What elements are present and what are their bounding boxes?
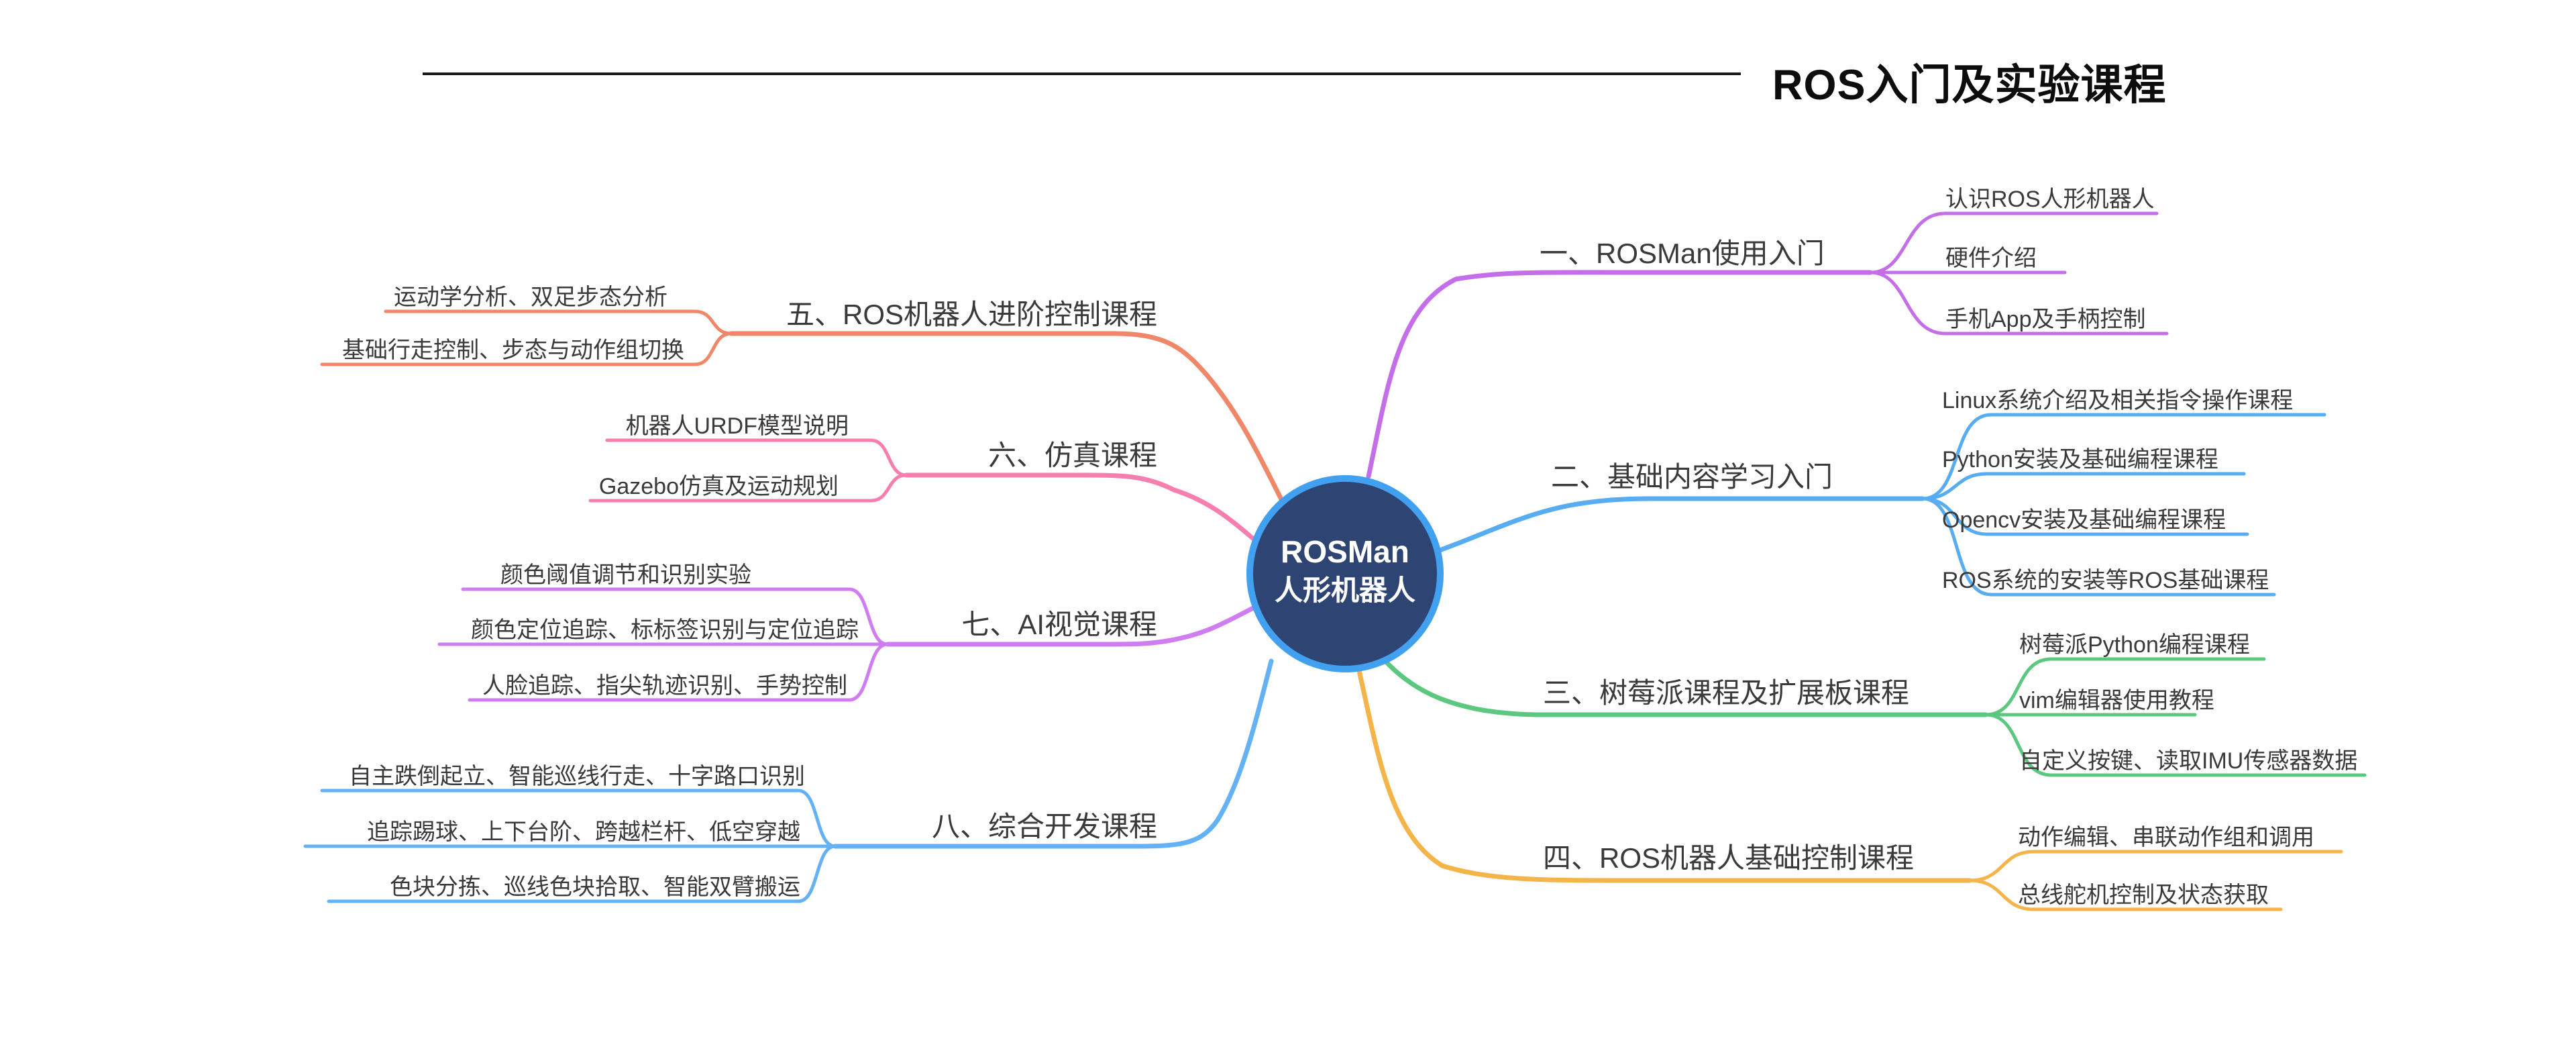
- branch-2-line: [1437, 496, 1925, 553]
- branch-8-child-0[interactable]: 自主跌倒起立、智能巡线行走、十字路口识别: [349, 764, 805, 789]
- branch-3-child-2[interactable]: 自定义按键、读取IMU传感器数据: [2019, 748, 2358, 774]
- branch-6-child-line-1: [588, 473, 908, 503]
- central-node-circle[interactable]: [1246, 475, 1444, 672]
- branch-4-label[interactable]: 四、ROS机器人基础控制课程: [1543, 842, 1915, 874]
- branch-8-label[interactable]: 八、综合开发课程: [931, 811, 1157, 842]
- branch-6-child-1[interactable]: Gazebo仿真及运动规划: [598, 474, 839, 499]
- central-topic-line2: 人形机器人: [1274, 574, 1415, 606]
- branch-7-child-line-0: [461, 587, 890, 646]
- branch-2-label[interactable]: 二、基础内容学习入门: [1551, 461, 1833, 493]
- branch-3-child-line-2: [1984, 713, 2367, 777]
- branch-6-line: [904, 472, 1258, 544]
- central-topic-line1: ROSMan: [1281, 534, 1409, 569]
- branch-3-line: [1371, 646, 1988, 717]
- branch-4-child-line-1: [1968, 878, 2283, 911]
- branch-1-label[interactable]: 一、ROSMan使用入门: [1540, 238, 1825, 269]
- branch-4-child-1[interactable]: 总线舵机控制及状态获取: [2018, 882, 2269, 908]
- branch-7-child-0[interactable]: 颜色阈值调节和识别实验: [500, 562, 751, 588]
- branch-2-child-0[interactable]: Linux系统介绍及相关指令操作课程: [1942, 388, 2294, 413]
- branch-7-child-1[interactable]: 颜色定位追踪、标标签识别与定位追踪: [471, 617, 859, 643]
- branch-8-child-line-2: [327, 844, 837, 903]
- branch-1-child-0[interactable]: 认识ROS人形机器人: [1945, 187, 2155, 212]
- branch-7-line: [885, 603, 1260, 647]
- branch-8-child-2[interactable]: 色块分拣、巡线色块拾取、智能双臂搬运: [390, 874, 800, 900]
- branch-7-child-line-2: [468, 642, 890, 702]
- branch-1-line: [1366, 270, 1873, 479]
- branch-3-child-1[interactable]: vim编辑器使用教程: [2019, 688, 2214, 713]
- branch-5-child-1[interactable]: 基础行走控制、步态与动作组切换: [342, 338, 684, 363]
- branch-5-child-0[interactable]: 运动学分析、双足步态分析: [394, 285, 667, 310]
- central-topic[interactable]: ROSMan 人形机器人: [1211, 532, 1479, 609]
- branch-1-child-line-2: [1868, 270, 2169, 336]
- branch-4-child-line-0: [1968, 850, 2343, 882]
- branch-4-child-0[interactable]: 动作编辑、串联动作组和调用: [2018, 825, 2314, 850]
- branch-3-child-0[interactable]: 树莓派Python编程课程: [2019, 632, 2250, 658]
- branch-5-child-line-1: [320, 332, 733, 366]
- map-title: ROS入门及实验课程: [1772, 62, 2167, 109]
- branch-5-line: [729, 331, 1285, 505]
- branch-3-label[interactable]: 三、树莓派课程及扩展板课程: [1543, 677, 1910, 709]
- branch-2-child-line-1: [1921, 472, 2246, 501]
- branch-1-child-line-0: [1868, 211, 2159, 274]
- branch-2-child-2[interactable]: Opencv安装及基础编程课程: [1942, 507, 2226, 533]
- branch-1-child-1[interactable]: 硬件介绍: [1945, 246, 2037, 271]
- branch-5-child-line-0: [384, 309, 733, 336]
- branch-2-child-1[interactable]: Python安装及基础编程课程: [1942, 447, 2218, 472]
- branch-7-label[interactable]: 七、AI视觉课程: [961, 609, 1157, 640]
- branch-5-label[interactable]: 五、ROS机器人进阶控制课程: [786, 299, 1157, 330]
- branch-4-line: [1354, 656, 1972, 883]
- branch-8-child-line-0: [320, 789, 837, 848]
- branch-6-label[interactable]: 六、仿真课程: [987, 440, 1157, 471]
- branch-6-child-line-0: [605, 438, 908, 477]
- branch-8-line: [833, 658, 1274, 849]
- branch-2-child-line-3: [1921, 497, 2276, 597]
- branch-1-child-2[interactable]: 手机App及手柄控制: [1945, 307, 2146, 332]
- branch-2-child-3[interactable]: ROS系统的安装等ROS基础课程: [1942, 568, 2269, 593]
- branch-6-child-0[interactable]: 机器人URDF模型说明: [625, 413, 849, 439]
- branch-3-child-line-0: [1984, 657, 2266, 717]
- branch-8-child-1[interactable]: 追踪踢球、上下台阶、跨越栏杆、低空穿越: [367, 819, 800, 845]
- branch-2-child-line-0: [1921, 413, 2326, 501]
- branch-7-child-2[interactable]: 人脸追踪、指尖轨迹识别、手势控制: [482, 673, 847, 699]
